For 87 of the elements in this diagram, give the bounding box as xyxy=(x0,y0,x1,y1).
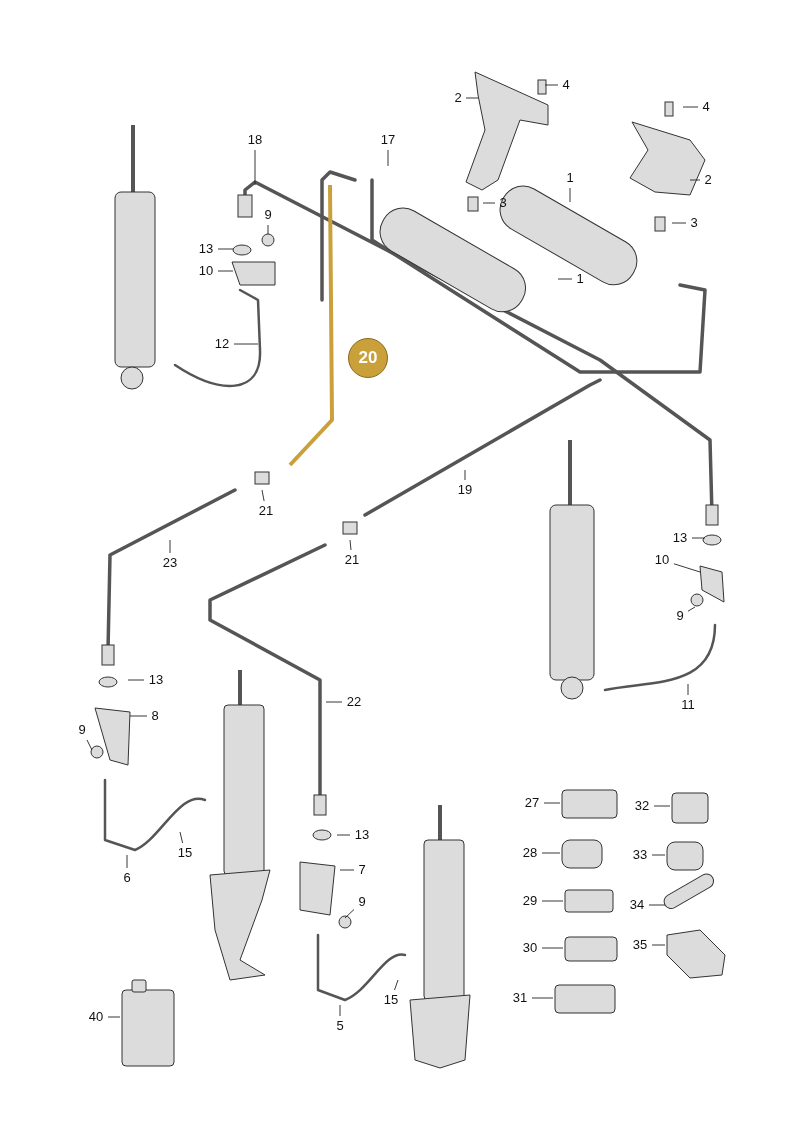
leader-line xyxy=(531,997,554,999)
callout-number: 9 xyxy=(262,206,274,224)
leader-line xyxy=(179,831,184,844)
leader-line xyxy=(86,739,93,751)
leader-line xyxy=(541,947,564,949)
leader-line xyxy=(127,679,145,681)
callout-number: 22 xyxy=(344,693,364,711)
callout-number: 4 xyxy=(700,98,712,116)
callout-number: 15 xyxy=(175,844,195,862)
leader-line xyxy=(569,187,571,203)
leader-line xyxy=(325,701,343,703)
callout-number: 34 xyxy=(627,896,647,914)
leader-line xyxy=(543,802,561,804)
leader-line xyxy=(648,904,666,906)
callout-number: 33 xyxy=(630,846,650,864)
callout-number: 28 xyxy=(520,844,540,862)
callout-number: 17 xyxy=(378,131,398,149)
leader-line xyxy=(267,224,269,235)
leader-line xyxy=(233,343,259,345)
callout-number: 31 xyxy=(510,989,530,1007)
leader-line xyxy=(541,900,564,902)
callout-number: 2 xyxy=(702,171,714,189)
callout-number: 29 xyxy=(520,892,540,910)
leader-line xyxy=(653,805,671,807)
leader-line xyxy=(339,1004,341,1017)
leader-line xyxy=(687,683,689,696)
callout-number: 32 xyxy=(632,797,652,815)
callout-number: 6 xyxy=(121,869,133,887)
callout-number: 2 xyxy=(452,89,464,107)
leader-line xyxy=(482,202,496,204)
callout-number: 40 xyxy=(86,1008,106,1026)
leader-line xyxy=(387,149,389,167)
callout-number: 7 xyxy=(356,861,368,879)
leader-line xyxy=(682,106,699,108)
callout-number: 20 xyxy=(348,338,388,378)
leader-line xyxy=(671,222,687,224)
callout-number: 13 xyxy=(670,529,690,547)
leader-line xyxy=(169,539,171,554)
leader-line xyxy=(254,149,256,186)
callout-number: 1 xyxy=(564,169,576,187)
leader-line xyxy=(349,539,352,551)
callout-number: 27 xyxy=(522,794,542,812)
callout-number: 5 xyxy=(334,1017,346,1035)
callout-number: 21 xyxy=(256,502,276,520)
leader-line xyxy=(344,909,355,919)
callout-number: 11 xyxy=(678,696,698,714)
callout-number: 15 xyxy=(381,991,401,1009)
callout-number: 35 xyxy=(630,936,650,954)
leader-line xyxy=(687,606,696,612)
callout-number: 3 xyxy=(688,214,700,232)
leader-line xyxy=(339,869,355,871)
leader-line xyxy=(129,715,148,717)
leader-line xyxy=(544,84,559,86)
leader-line xyxy=(261,489,265,502)
leader-line xyxy=(651,944,666,946)
callout-number: 12 xyxy=(212,335,232,353)
leader-line xyxy=(464,469,466,481)
callout-number: 10 xyxy=(196,262,216,280)
leader-line xyxy=(217,270,234,272)
leader-line xyxy=(465,97,479,99)
callout-number: 3 xyxy=(497,194,509,212)
callout-number: 19 xyxy=(455,481,475,499)
callout-number: 1 xyxy=(574,270,586,288)
leader-line xyxy=(336,834,351,836)
leader-line xyxy=(394,979,399,991)
leader-line xyxy=(217,248,234,250)
callout-number: 8 xyxy=(149,707,161,725)
callout-number: 18 xyxy=(245,131,265,149)
callout-number: 13 xyxy=(352,826,372,844)
leader-line xyxy=(126,854,128,869)
leader-line xyxy=(557,278,573,280)
callout-number: 13 xyxy=(196,240,216,258)
leader-line xyxy=(651,854,666,856)
callout-number: 13 xyxy=(146,671,166,689)
leader-line xyxy=(541,852,561,854)
callout-number: 9 xyxy=(356,893,368,911)
callout-number: 30 xyxy=(520,939,540,957)
callout-number: 4 xyxy=(560,76,572,94)
callout-number: 9 xyxy=(76,721,88,739)
callout-number: 9 xyxy=(674,607,686,625)
callout-number: 10 xyxy=(652,551,672,569)
callout-number: 23 xyxy=(160,554,180,572)
callout-number: 21 xyxy=(342,551,362,569)
leader-line xyxy=(107,1016,121,1018)
leader-line xyxy=(673,563,701,573)
leader-line xyxy=(691,537,706,539)
leader-line xyxy=(689,179,701,181)
